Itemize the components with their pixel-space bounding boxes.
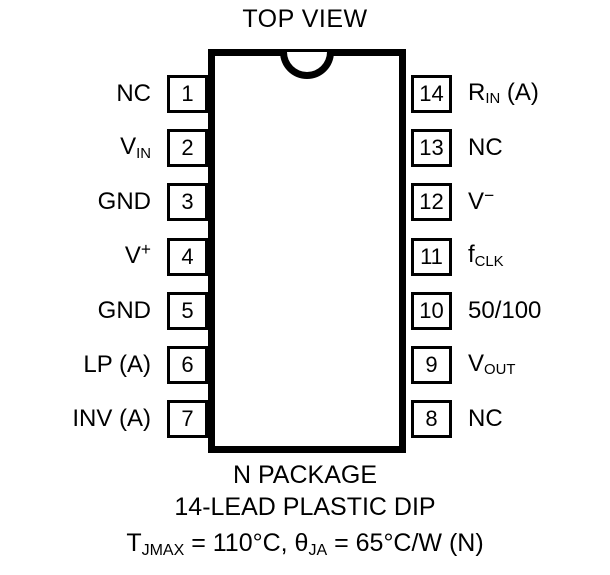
pin-signal-label: GND	[97, 188, 151, 216]
pin-signal-label: V−	[468, 184, 495, 215]
pin-row: NC 1	[0, 75, 208, 113]
pin-number-box: 7	[167, 400, 208, 439]
pin-row: 12 V−	[406, 183, 610, 222]
pin-signal-label: LP (A)	[83, 351, 151, 378]
pin-row: VIN 2	[0, 129, 208, 168]
pin-number-box: 4	[167, 237, 208, 276]
pin-signal-label: NC	[468, 134, 503, 162]
pin-number-box: 5	[167, 291, 208, 330]
chip-body-outline	[208, 49, 406, 453]
pin-signal-label: RIN (A)	[468, 78, 539, 108]
pin-row: GND 3	[0, 183, 208, 222]
pin-number-box: 8	[411, 400, 452, 439]
pin-number-box: 13	[411, 129, 452, 168]
pin-number-box: 12	[411, 183, 452, 222]
caption-package-name: N PACKAGE	[232, 461, 378, 489]
pin-row: 9 VOUT	[406, 346, 610, 384]
pin-row: 10 50/100	[406, 291, 610, 330]
pin-signal-label: VOUT	[468, 349, 516, 379]
pin-row: GND 5	[0, 291, 208, 330]
pin-number-box: 11	[411, 237, 452, 276]
page-title: TOP VIEW	[242, 5, 368, 33]
pin-number-box: 1	[167, 75, 208, 113]
pin-signal-label: NC	[468, 405, 503, 433]
pin-number-box: 3	[167, 183, 208, 222]
pin-signal-label: fCLK	[468, 241, 504, 270]
pin-1-notch-icon	[280, 52, 334, 79]
pin-signal-label: 50/100	[468, 296, 542, 324]
pin-signal-label: INV (A)	[72, 405, 151, 433]
pin-row: INV (A) 7	[0, 400, 208, 439]
pin-signal-label: NC	[116, 80, 151, 107]
pin-number-box: 2	[167, 129, 208, 168]
caption-package-type: 14-LEAD PLASTIC DIP	[174, 493, 436, 521]
pin-signal-label: GND	[97, 296, 151, 324]
pin-signal-label: VIN	[120, 132, 151, 162]
pin-row: LP (A) 6	[0, 346, 208, 384]
pin-row: 11 fCLK	[406, 237, 610, 276]
pin-row: 8 NC	[406, 400, 610, 439]
pin-row: 14 RIN (A)	[406, 75, 610, 113]
pin-number-box: 10	[411, 291, 452, 330]
pin-row: V+ 4	[0, 237, 208, 276]
pin-number-box: 9	[411, 346, 452, 384]
pin-signal-label: V+	[124, 238, 151, 270]
pin-row: 13 NC	[406, 129, 610, 168]
pin-number-box: 14	[411, 75, 452, 113]
caption-thermal-ratings: TJMAX = 110°C, θJA = 65°C/W (N)	[126, 529, 484, 560]
pin-number-box: 6	[167, 346, 208, 384]
